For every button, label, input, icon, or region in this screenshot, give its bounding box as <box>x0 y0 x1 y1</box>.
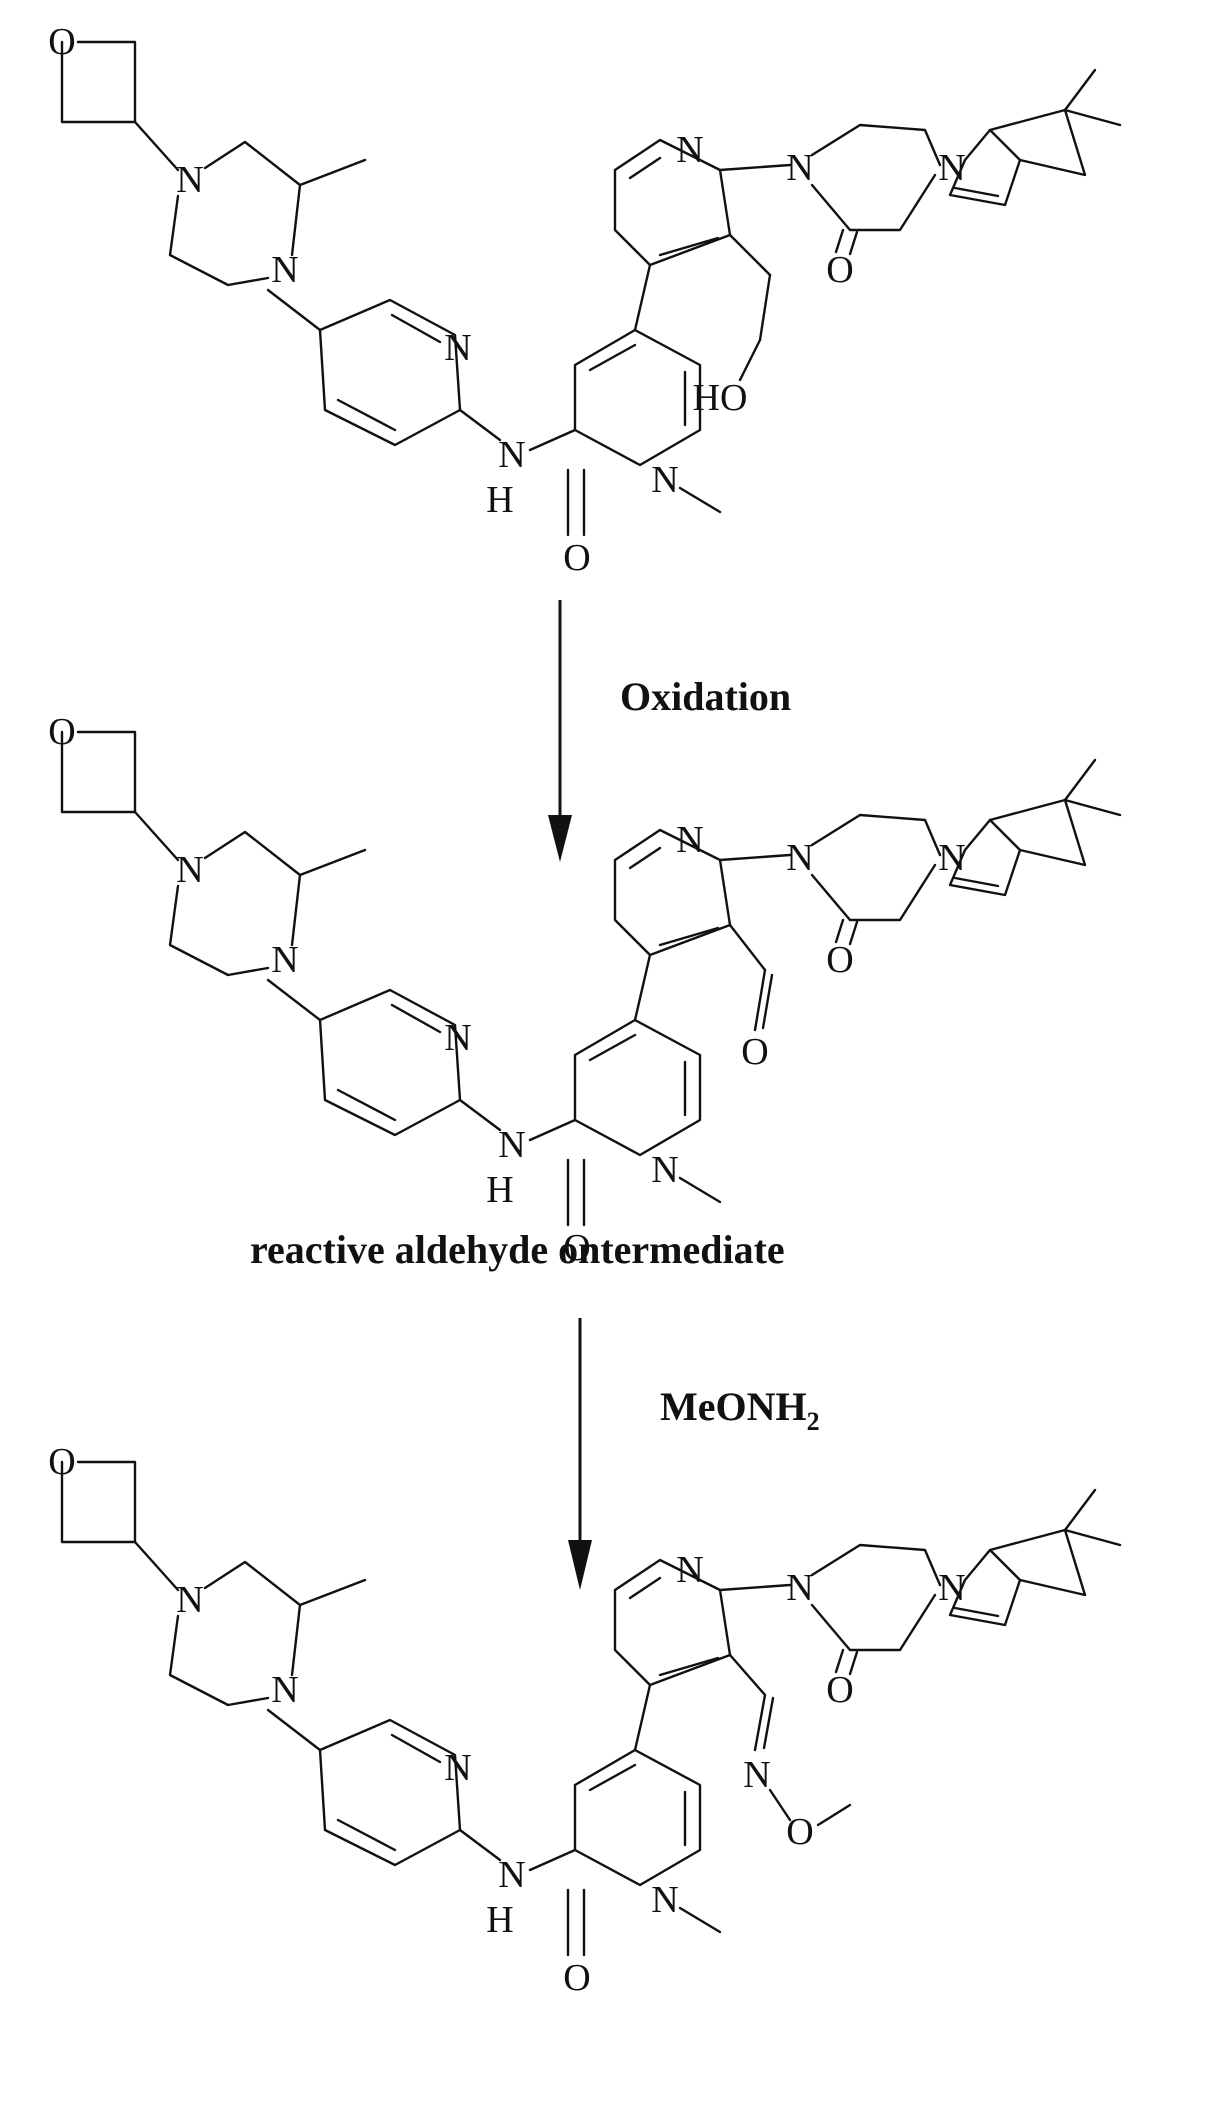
reagent-methoxyamine: MeONH2 <box>660 1384 820 1436</box>
intermediate-label: reactive aldehyde ontermediate <box>250 1227 785 1272</box>
structure-starting-alcohol: HO <box>47 19 1122 581</box>
svg-text:O: O <box>786 1811 813 1853</box>
svg-text:N: N <box>743 1754 770 1796</box>
reaction-arrow-methoxyamine: MeONH2 <box>568 1318 820 1590</box>
reagent-oxidation: Oxidation <box>620 674 791 719</box>
svg-text:HO: HO <box>693 377 748 419</box>
structure-methoxime-product: N O <box>47 1439 1122 2001</box>
svg-text:O: O <box>741 1031 768 1073</box>
reaction-arrow-oxidation: Oxidation <box>548 600 791 862</box>
structure-aldehyde-intermediate: O <box>47 709 1122 1271</box>
